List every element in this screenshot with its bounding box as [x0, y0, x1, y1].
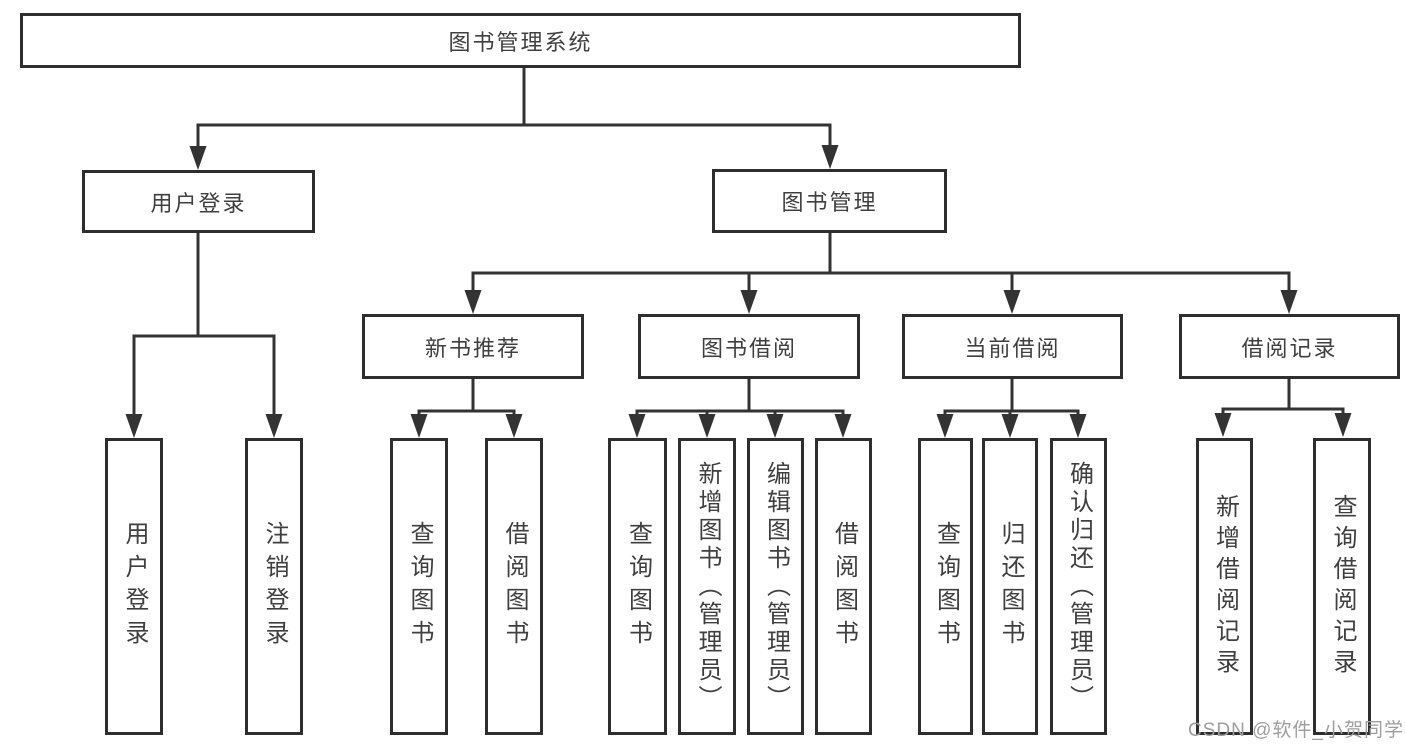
node-new-book-recommend: 新书推荐: [362, 314, 584, 379]
leaf-borrow-query-book-label: 查询图书: [624, 520, 652, 653]
node-user-login: 用户登录: [82, 170, 315, 233]
csdn-watermark: CSDN @软件_小贺同学: [1188, 720, 1404, 741]
leaf-query-borrow-record-label: 查询借阅记录: [1329, 493, 1356, 680]
node-current-borrowing-label: 当前借阅: [964, 335, 1061, 361]
node-book-management-label: 图书管理: [781, 190, 878, 215]
node-library-system: 图书管理系统: [20, 13, 1021, 68]
node-book-management: 图书管理: [712, 169, 947, 233]
leaf-logout-label: 注销登录: [261, 520, 288, 653]
node-new-book-recommend-label: 新书推荐: [424, 335, 521, 361]
leaf-query-borrow-record: 查询借阅记录: [1313, 438, 1371, 735]
leaf-return-book: 归还图书: [982, 438, 1038, 735]
node-library-system-label: 图书管理系统: [448, 29, 593, 55]
leaf-confirm-return-admin: 确认归还（管理员）: [1050, 438, 1107, 735]
leaf-recommend-query-book-label: 查询图书: [406, 520, 433, 653]
leaf-borrow-book: 借阅图书: [815, 438, 872, 735]
leaf-add-borrow-record-label: 新增借阅记录: [1211, 493, 1239, 680]
leaf-recommend-borrow-book-label: 借阅图书: [501, 520, 528, 653]
node-user-login-label: 用户登录: [150, 190, 247, 216]
leaf-user-login-label: 用户登录: [121, 520, 148, 653]
node-borrowing-records: 借阅记录: [1179, 314, 1400, 379]
leaf-add-borrow-record: 新增借阅记录: [1196, 438, 1253, 735]
leaf-borrow-query-book: 查询图书: [608, 438, 667, 735]
leaf-edit-book-admin-label: 编辑图书（管理员）: [762, 460, 790, 713]
leaf-current-query-book-label: 查询图书: [932, 520, 960, 653]
leaf-return-book-label: 归还图书: [997, 520, 1024, 653]
leaf-user-login: 用户登录: [105, 438, 163, 735]
node-borrowing-records-label: 借阅记录: [1241, 335, 1338, 361]
leaf-recommend-query-book: 查询图书: [390, 438, 448, 735]
node-book-borrowing-label: 图书借阅: [700, 335, 797, 361]
leaf-current-query-book: 查询图书: [918, 438, 973, 735]
leaf-confirm-return-admin-label: 确认归还（管理员）: [1065, 460, 1093, 713]
leaf-edit-book-admin: 编辑图书（管理员）: [747, 438, 804, 735]
leaf-recommend-borrow-book: 借阅图书: [485, 438, 543, 735]
leaf-borrow-book-label: 借阅图书: [830, 520, 858, 653]
leaf-add-book-admin-label: 新增图书（管理员）: [694, 460, 721, 713]
node-book-borrowing: 图书借阅: [638, 314, 860, 379]
leaf-logout: 注销登录: [245, 438, 303, 735]
leaf-add-book-admin: 新增图书（管理员）: [678, 438, 736, 735]
node-current-borrowing: 当前借阅: [902, 314, 1123, 379]
